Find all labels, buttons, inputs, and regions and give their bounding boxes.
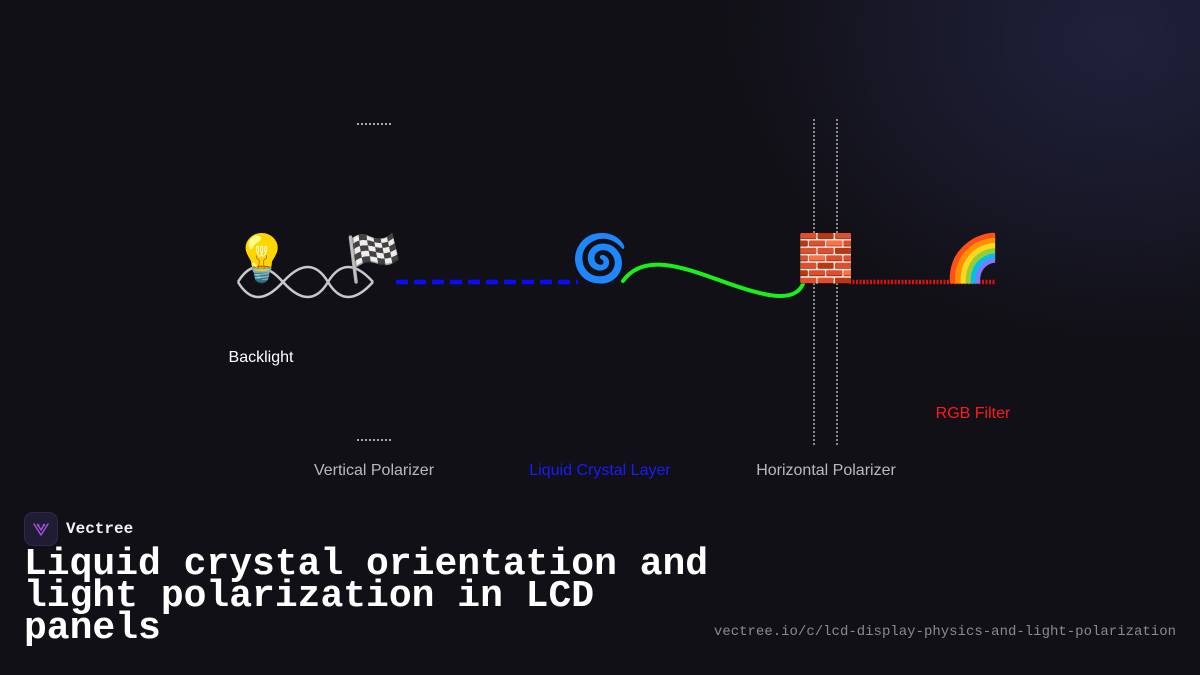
unpolarized-light-wave — [236, 265, 374, 299]
rgb-filter-label: RGB Filter — [936, 405, 1011, 422]
horizontal-polarizer-label: Horizontal Polarizer — [756, 462, 896, 479]
light-bulb-icon: 💡 — [233, 231, 290, 285]
backlight-label: Backlight — [229, 349, 294, 366]
cyclone-icon: 🌀 — [571, 230, 628, 285]
vectree-logo-icon — [24, 512, 58, 546]
liquid-crystal-layer-label: Liquid Crystal Layer — [529, 462, 671, 479]
vertical-polarizer-marks — [357, 123, 391, 441]
rainbow-icon: 🌈 — [944, 230, 1001, 285]
source-url: vectree.io/c/lcd-display-physics-and-lig… — [713, 624, 1176, 640]
vertical-polarizer-label: Vertical Polarizer — [314, 462, 435, 479]
page-title: Liquid crystal orientation and light pol… — [24, 543, 709, 650]
twisted-light-path — [621, 262, 805, 298]
checkered-flag-icon: 🏁 — [345, 231, 402, 285]
brand: Vectree — [24, 512, 133, 546]
brick-wall-icon: 🧱 — [797, 231, 854, 285]
brand-name: Vectree — [66, 520, 134, 538]
horizontal-polarizer-lines — [813, 119, 838, 447]
